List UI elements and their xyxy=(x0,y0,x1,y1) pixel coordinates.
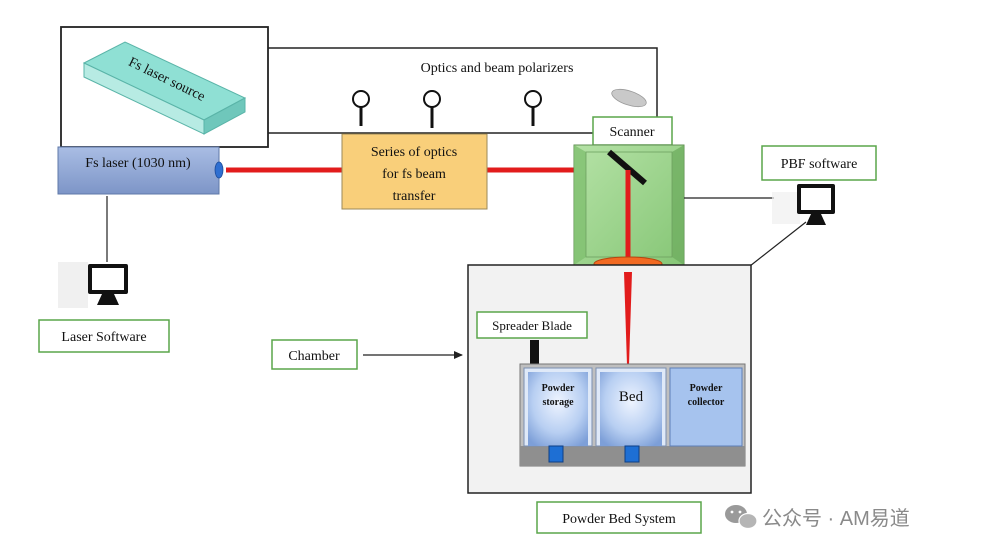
laser-monitor-icon xyxy=(58,262,128,308)
scanner-label: Scanner xyxy=(609,125,654,140)
optics-polarizers-enclosure xyxy=(261,47,658,134)
powder-storage-label-line2: storage xyxy=(542,397,574,408)
powder-collector-label-line1: Powder xyxy=(690,383,723,394)
spreader-blade-label: Spreader Blade xyxy=(492,318,572,333)
fs-laser-body xyxy=(57,146,220,195)
spreader-blade xyxy=(530,340,539,364)
powder-bed-system-label-box xyxy=(536,501,702,534)
powder-bed-system-label: Powder Bed System xyxy=(562,512,676,527)
optics-polarizers-label: Optics and beam polarizers xyxy=(421,61,574,76)
optics-series-label-line1: Series of optics xyxy=(371,145,457,160)
powder-collector-cell xyxy=(669,367,743,447)
pbf-software-label: PBF software xyxy=(781,157,858,172)
powder-storage-cell xyxy=(523,367,593,447)
scanner-mirror xyxy=(607,149,647,186)
bed-piston xyxy=(624,445,640,463)
chamber-label-box xyxy=(271,339,358,370)
build-bed-cell xyxy=(595,367,667,447)
storage-piston xyxy=(548,445,564,463)
laser-software-label: Laser Software xyxy=(61,330,146,345)
bed-label: Bed xyxy=(619,389,644,405)
laser-output-aperture xyxy=(214,161,224,179)
optics-series-label-line3: transfer xyxy=(393,189,436,204)
pbf-monitor-icon xyxy=(772,184,835,225)
spreader-blade-label-box xyxy=(476,311,588,339)
optic-magnifier-icon xyxy=(524,90,542,126)
pbf-software-label-box xyxy=(761,145,877,181)
laser-beam-cone xyxy=(624,272,632,365)
fs-laser-source-slab xyxy=(82,41,247,135)
pbf-chamber-connector xyxy=(749,221,807,267)
beam-polarizer-lens xyxy=(611,88,647,108)
scanner-housing xyxy=(573,144,685,266)
powder-collector-label-line2: collector xyxy=(688,397,725,408)
chamber-label: Chamber xyxy=(288,349,340,364)
watermark-text: 公众号 · AM易道 xyxy=(762,507,910,530)
optics-series-label-line2: for fs beam xyxy=(382,167,446,182)
laser-software-label-box xyxy=(38,319,170,353)
optics-series-box xyxy=(341,133,488,210)
powder-storage-label-line1: Powder xyxy=(542,383,575,394)
wechat-icon xyxy=(725,505,758,530)
optic-magnifier-icon xyxy=(423,90,441,128)
optic-magnifier-icon xyxy=(352,90,370,126)
fs-laser-label: Fs laser (1030 nm) xyxy=(85,156,191,171)
